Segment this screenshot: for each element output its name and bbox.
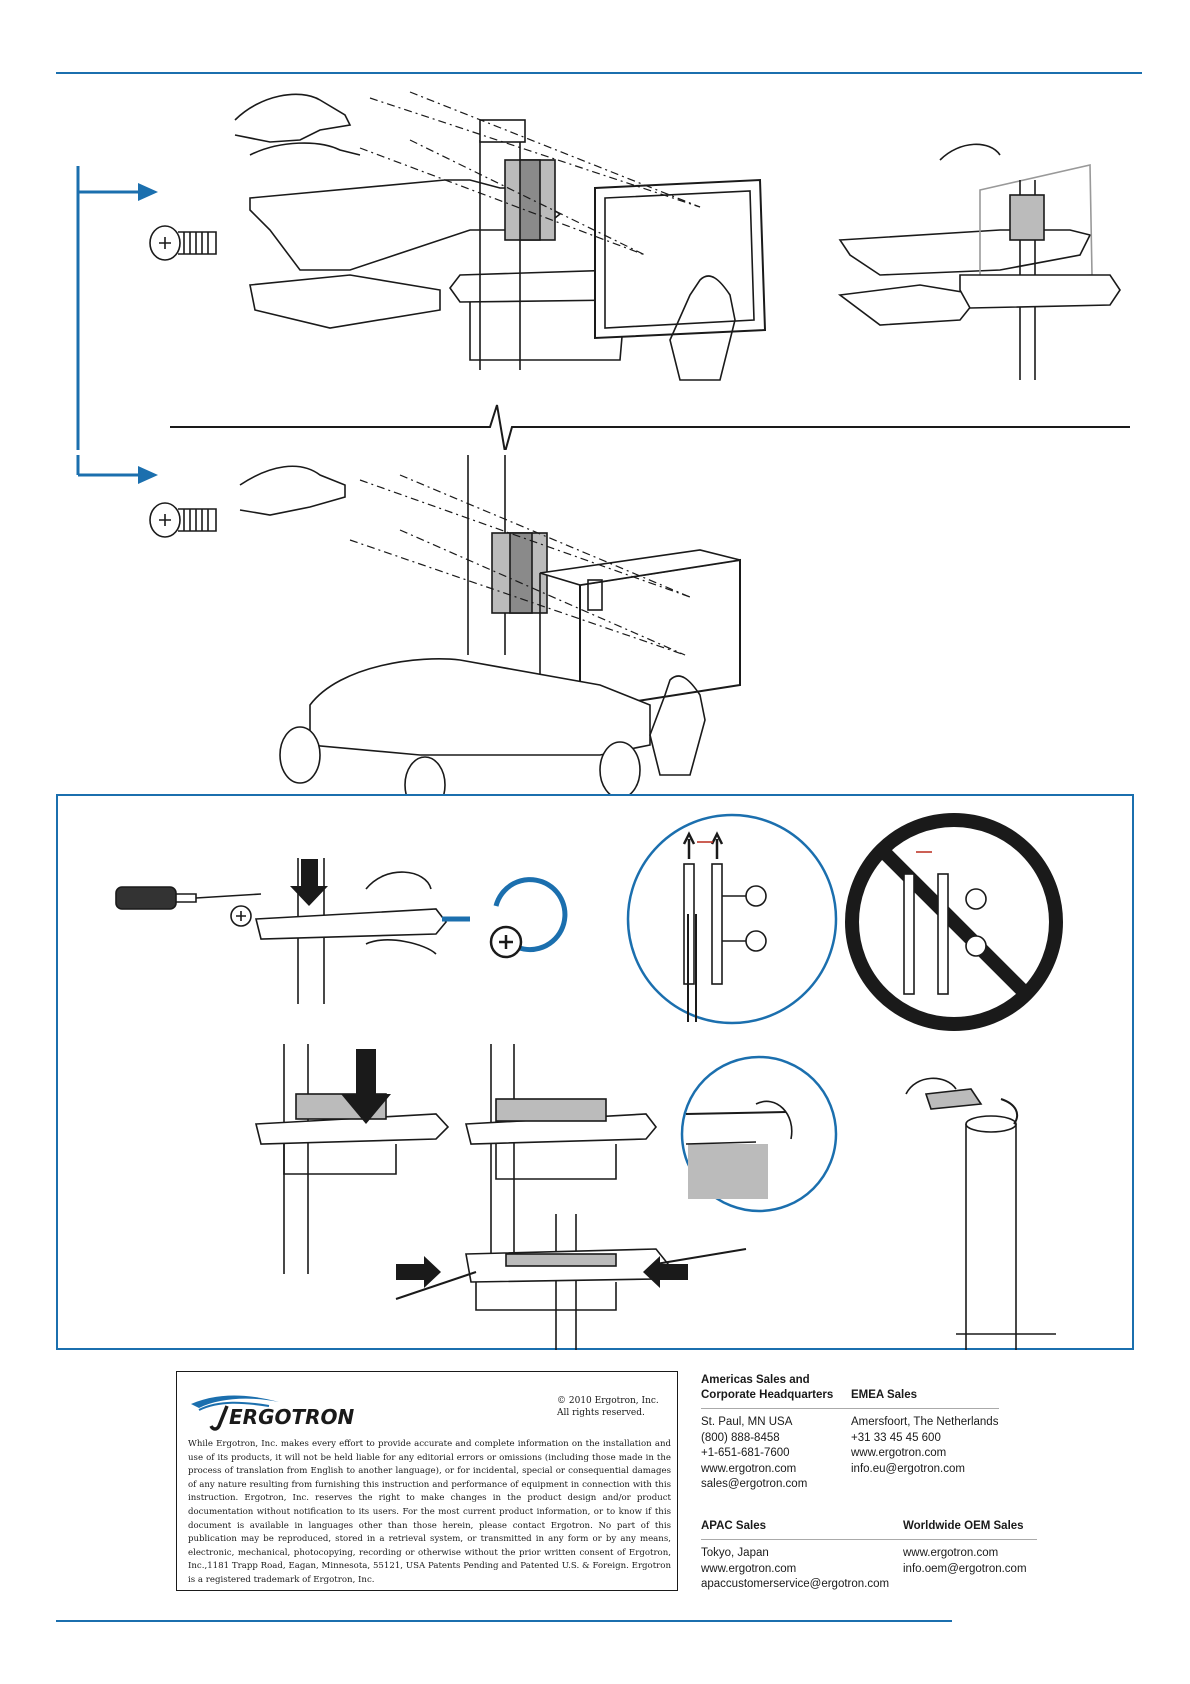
contact-line: www.ergotron.com	[701, 1462, 797, 1475]
contact-line: +1-651-681-7600	[701, 1447, 790, 1460]
oem-heading: Worldwide OEM Sales	[903, 1520, 1024, 1532]
contact-line: +31 33 45 45 600	[851, 1431, 941, 1444]
cpu-mount-illustration	[76, 455, 741, 795]
screw-icon	[149, 502, 217, 538]
incorrect-alignment-prohibited-icon	[845, 813, 1063, 1031]
ergotron-logo: ERGOTRON	[191, 1395, 355, 1431]
contact-line: (800) 888-8458	[701, 1431, 780, 1444]
screw-icon	[149, 225, 217, 261]
contact-line: info.eu@ergotron.com	[851, 1462, 965, 1475]
americas-contact: Americas Sales and Corporate Headquarter…	[701, 1373, 999, 1493]
contact-line: www.ergotron.com	[851, 1447, 947, 1460]
loosen-rotate-icon	[442, 877, 568, 959]
monitor-mount-illustration	[76, 91, 1130, 450]
apac-contact: APAC Sales Tokyo, Japan www.ergotron.com…	[701, 1519, 1037, 1593]
disclaimer-text: While Ergotron, Inc. makes every effort …	[188, 1439, 671, 1585]
contact-line: sales@ergotron.com	[701, 1478, 808, 1491]
latch-detail	[680, 1055, 838, 1213]
emea-contact: EMEA Sales Amersfoort, The Netherlands +…	[851, 1373, 1011, 1477]
oem-contact: Worldwide OEM Sales www.ergotron.com inf…	[903, 1519, 1053, 1577]
contact-line: www.ergotron.com	[903, 1547, 999, 1559]
emea-heading: EMEA Sales	[851, 1389, 918, 1401]
contact-line: Tokyo, Japan	[701, 1547, 769, 1559]
copyright-line: © 2010 Ergotron, Inc.	[557, 1396, 659, 1406]
screwdriver-icon	[115, 886, 262, 927]
contact-line: www.ergotron.com	[701, 1562, 797, 1575]
contact-line: St. Paul, MN USA	[701, 1416, 793, 1428]
correct-alignment-detail	[626, 813, 838, 1025]
adjustment-panel	[56, 794, 1134, 1350]
top-rule	[56, 72, 1142, 74]
svg-text:ERGOTRON: ERGOTRON	[229, 1405, 355, 1429]
bottom-rule	[56, 1620, 952, 1622]
rights-line: All rights reserved.	[557, 1408, 645, 1418]
legal-notice: ERGOTRON © 2010 Ergotron, Inc. All right…	[176, 1371, 678, 1591]
copyright-notice: © 2010 Ergotron, Inc. All rights reserve…	[557, 1395, 672, 1419]
contact-line: info.oem@ergotron.com	[903, 1562, 1027, 1575]
contact-line: apaccustomerservice@ergotron.com	[701, 1578, 890, 1591]
americas-heading: Americas Sales and Corporate Headquarter…	[701, 1374, 834, 1401]
adjustment-illustrations	[115, 813, 1063, 1350]
contact-line: Amersfoort, The Netherlands	[851, 1416, 999, 1428]
apac-heading: APAC Sales	[701, 1520, 766, 1532]
